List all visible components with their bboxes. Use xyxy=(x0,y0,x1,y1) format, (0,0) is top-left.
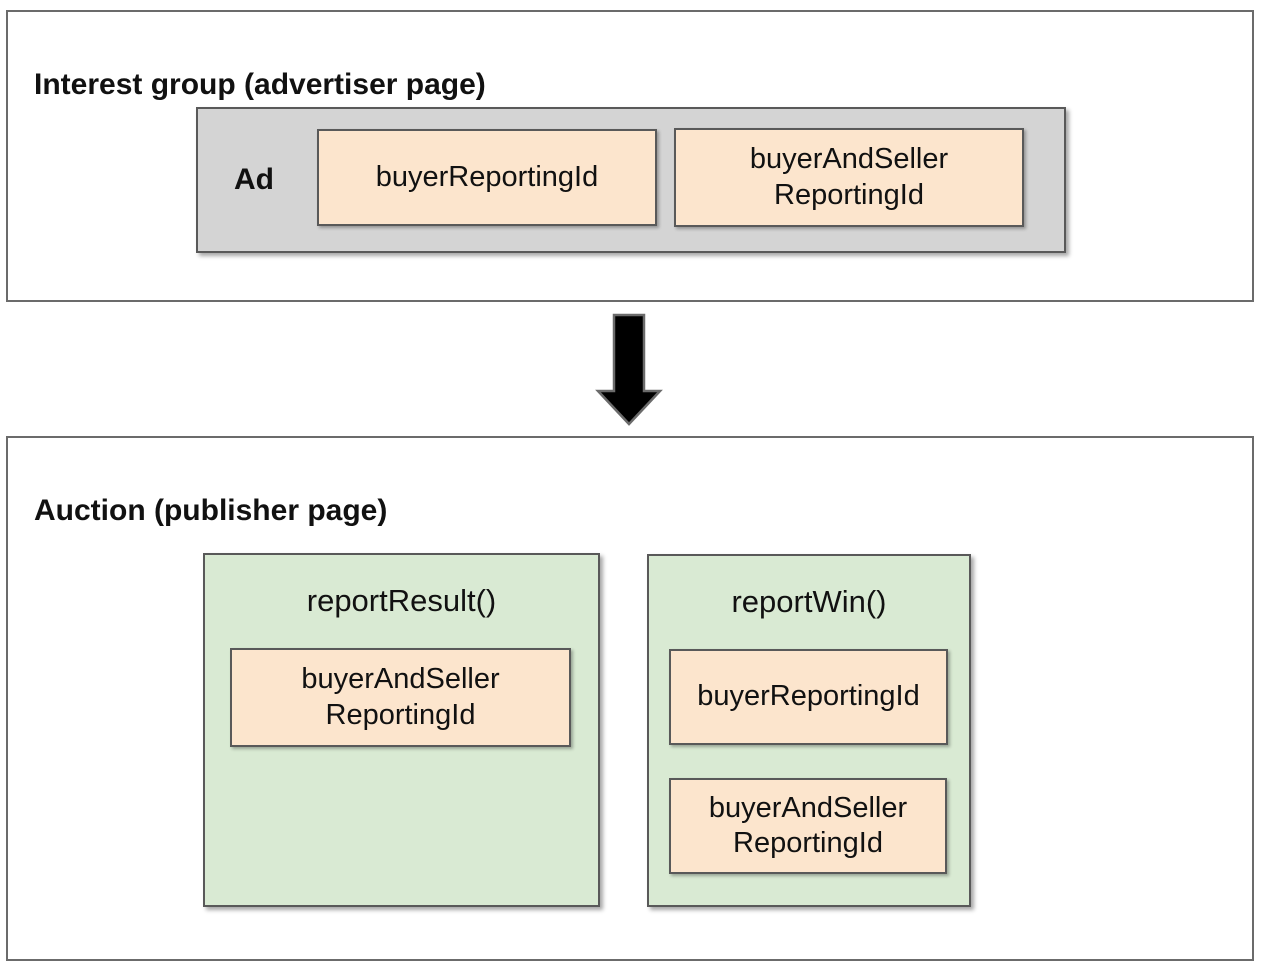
report-result-box: reportResult() buyerAndSeller ReportingI… xyxy=(203,553,600,907)
chip-buyer-reporting-id-win: buyerReportingId xyxy=(669,649,948,745)
chip-buyer-and-seller-reporting-id-win: buyerAndSeller ReportingId xyxy=(669,778,947,874)
report-win-box: reportWin() buyerReportingId buyerAndSel… xyxy=(647,554,971,907)
ad-label: Ad xyxy=(234,163,274,196)
report-win-title: reportWin() xyxy=(731,584,887,619)
chip-buyer-and-seller-reporting-id: buyerAndSeller ReportingId xyxy=(674,128,1024,227)
chip-buyer-reporting-id: buyerReportingId xyxy=(317,129,657,226)
down-arrow-icon xyxy=(595,313,663,426)
auction-title: Auction (publisher page) xyxy=(34,493,388,527)
ad-box: Ad buyerReportingId buyerAndSeller Repor… xyxy=(196,107,1066,253)
report-result-title: reportResult() xyxy=(306,583,497,618)
chip-buyer-and-seller-reporting-id-result: buyerAndSeller ReportingId xyxy=(230,648,571,747)
interest-group-title: Interest group (advertiser page) xyxy=(34,67,486,101)
